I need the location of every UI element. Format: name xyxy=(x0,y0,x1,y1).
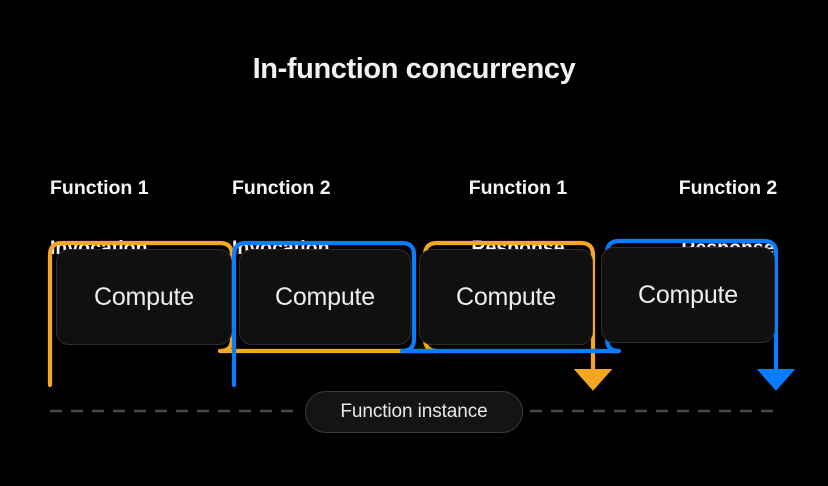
page-title: In-function concurrency xyxy=(252,53,576,85)
label-line-1: Function 2 xyxy=(232,177,331,199)
label-line-1: Function 2 xyxy=(678,177,778,199)
compute-box-4: Compute xyxy=(601,247,775,343)
label-line-1: Function 1 xyxy=(50,177,149,199)
function-instance-label: Function instance xyxy=(340,401,488,422)
compute-box-label: Compute xyxy=(274,282,376,311)
compute-box-2: Compute xyxy=(239,249,411,345)
compute-box-3: Compute xyxy=(419,249,593,345)
label-line-1: Function 1 xyxy=(468,177,568,199)
compute-box-1: Compute xyxy=(56,249,232,345)
compute-box-label: Compute xyxy=(93,282,195,311)
compute-box-label: Compute xyxy=(455,282,557,311)
function-instance-pill: Function instance xyxy=(305,391,523,433)
compute-box-label: Compute xyxy=(637,280,739,309)
